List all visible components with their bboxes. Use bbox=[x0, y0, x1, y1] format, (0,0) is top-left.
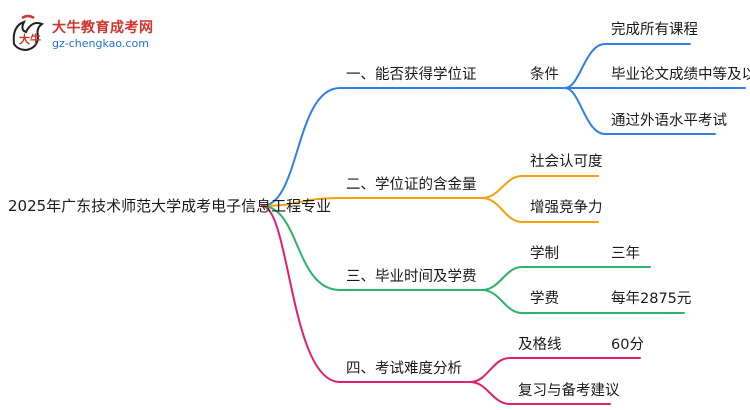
logo-title: 大牛教育成考网 bbox=[52, 20, 154, 36]
leaf-social-line bbox=[481, 175, 599, 199]
node-study-length: 学制 bbox=[530, 246, 559, 262]
branch-2-curve bbox=[261, 197, 483, 207]
branch-4-label: 四、考试难度分析 bbox=[346, 361, 462, 377]
branch-3-curve bbox=[261, 205, 483, 291]
leaf-complete-courses: 完成所有课程 bbox=[611, 22, 698, 38]
svg-text:大牛: 大牛 bbox=[19, 32, 41, 46]
leaf-competitiveness: 增强竞争力 bbox=[530, 200, 603, 216]
logo-url: gz-chengkao.com bbox=[52, 37, 149, 50]
site-logo[interactable]: 大牛 大牛教育成考网 gz-chengkao.com bbox=[8, 14, 168, 58]
node-study-line bbox=[481, 266, 651, 291]
branch-1-label: 一、能否获得学位证 bbox=[346, 67, 477, 83]
branch-1-child-condition: 条件 bbox=[530, 67, 559, 83]
leaf-compete-line bbox=[481, 197, 599, 223]
node-tuition-line bbox=[481, 289, 685, 314]
branch-4-curve bbox=[261, 205, 471, 383]
leaf-3-line bbox=[564, 87, 716, 135]
leaf-foreign-language-exam: 通过外语水平考试 bbox=[611, 113, 727, 129]
leaf-social-recognition: 社会认可度 bbox=[530, 154, 603, 170]
leaf-thesis-grade: 毕业论文成绩中等及以上 bbox=[611, 67, 750, 83]
branch-1-curve bbox=[261, 87, 483, 207]
node-passing-line bbox=[469, 357, 641, 383]
node-passing-score: 及格线 bbox=[518, 337, 562, 353]
leaf-review-advice: 复习与备考建议 bbox=[518, 383, 620, 399]
leaf-1-line bbox=[564, 43, 691, 89]
bull-logo-icon: 大牛 bbox=[12, 14, 45, 52]
leaf-review-line bbox=[469, 381, 611, 405]
node-tuition: 学费 bbox=[530, 291, 559, 307]
root-node: 2025年广东技术师范大学成考电子信息工程专业 bbox=[8, 197, 332, 215]
branch-2-label: 二、学位证的含金量 bbox=[346, 177, 477, 193]
leaf-sixty-points: 60分 bbox=[611, 337, 644, 353]
leaf-three-years: 三年 bbox=[611, 246, 640, 262]
leaf-tuition-amount: 每年2875元 bbox=[611, 291, 692, 307]
branch-3-label: 三、毕业时间及学费 bbox=[346, 269, 477, 285]
